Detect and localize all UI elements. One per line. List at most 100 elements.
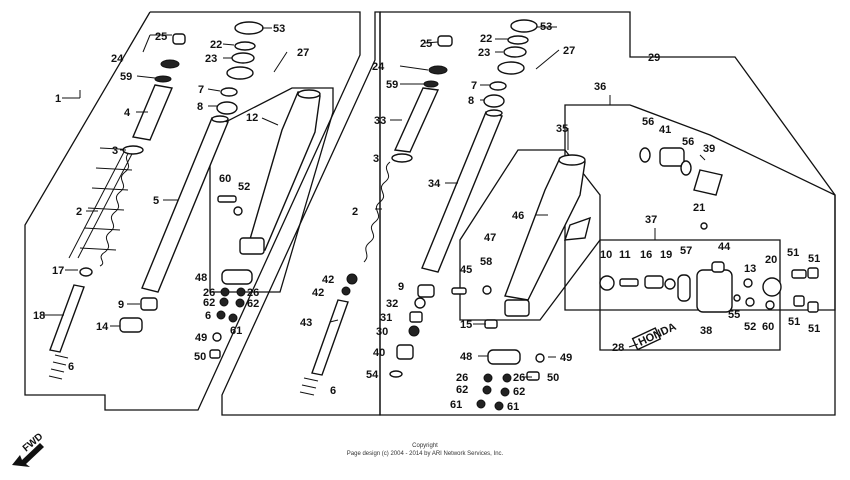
callout-4: 4 [124,107,131,119]
seal-14 [119,317,143,333]
slider-top-right [558,154,586,166]
washer-52-right [745,297,755,307]
callout-12: 12 [246,112,258,124]
bolt-51b [807,267,819,279]
left-fork-group [24,11,361,411]
bolt-50 [209,349,221,359]
ring-32 [414,297,426,309]
callout-r47: 47 [484,232,496,244]
callout-r38: 38 [700,325,712,337]
callout-r56b: 56 [682,136,694,148]
callout-23: 23 [205,53,217,65]
ring-60-right [765,300,775,310]
callout-r34: 34 [428,178,441,190]
spacer-tube [132,84,173,141]
bolt-51d [807,301,819,313]
o-ring-56a [639,147,651,163]
gasket-57 [677,274,691,302]
callout-r30: 30 [376,326,388,338]
seal-9-right [417,284,435,298]
nut-6 [216,310,226,320]
callout-r55: 55 [728,309,740,321]
callout-r49: 49 [560,352,572,364]
axle-boss-right [504,299,530,317]
callout-r48: 48 [460,351,472,363]
cap-bolt [172,33,186,45]
ring-8-right [483,94,505,108]
callout-r13: 13 [744,263,756,275]
ring-7-right [489,81,507,91]
callout-r28: 28 [612,342,624,354]
rebound-spring [48,354,69,380]
callout-r42a: 42 [322,274,334,286]
callout-49: 49 [195,332,207,344]
callout-r32: 32 [386,298,398,310]
seal-9 [140,297,158,311]
callout-r26a: 26 [456,372,468,384]
bleeder-13 [743,278,753,288]
nut-26a [220,287,230,297]
ring-42b [341,286,351,296]
nut-62b [235,298,245,308]
callout-r9: 9 [398,281,404,293]
nut-61-right-a [476,399,486,409]
top-cap-right [510,19,538,33]
callout-50: 50 [194,351,206,363]
washer-22 [234,41,256,51]
bolt-45 [451,287,467,295]
ring-30 [408,325,420,337]
callout-22: 22 [210,39,222,51]
washer-23-right [503,46,527,58]
callout-52: 52 [238,181,250,193]
top-cap [234,21,264,35]
callout-17: 17 [52,265,64,277]
nut-61-right-b [494,401,504,411]
callout-r62a: 62 [456,384,468,396]
callout-r10: 10 [600,249,612,261]
bolt-60 [217,195,237,203]
callout-r51c: 51 [788,316,800,328]
callout-r52: 52 [744,321,756,333]
callout-r53: 53 [540,21,552,33]
callout-r23: 23 [478,47,490,59]
callout-r20: 20 [765,254,777,266]
clip-54 [389,370,403,378]
nut-62-right-a [482,385,492,395]
callout-r7: 7 [471,80,477,92]
cylinder-39 [693,169,723,196]
o-ring-2 [154,75,172,83]
left-callouts: 1 2 3 4 5 6 7 8 9 12 14 17 18 22 23 24 2… [33,23,309,373]
o-ring [160,59,180,69]
bolt-15 [484,319,498,329]
callout-r56a: 56 [642,116,654,128]
spacer-tube-right [393,87,440,153]
callout-r58: 58 [480,256,492,268]
bolt-51a [791,269,807,279]
nut-62a [219,297,229,307]
cap-44 [711,261,725,273]
callout-r39: 39 [703,143,715,155]
washer-49 [212,332,222,342]
callout-r59: 59 [386,79,398,91]
damper-rod-right [311,299,349,376]
rebound-spring-right [299,377,319,396]
callout-r44: 44 [718,241,731,253]
o-ring-right [428,65,448,75]
callout-18: 18 [33,310,45,322]
tube-end [211,115,229,123]
callout-5: 5 [153,195,159,207]
axle-holder-right [487,349,521,365]
callout-r11: 11 [619,249,631,261]
fork-tube-right [421,111,503,273]
callout-r40: 40 [373,347,385,359]
callout-3: 3 [112,145,118,157]
callout-60: 60 [219,173,231,185]
nut-61 [228,313,238,323]
right-fork-group: HONDA [221,11,836,416]
pin-11 [619,278,639,287]
bolt-51c [793,295,805,307]
o-ring-56b [680,160,692,176]
cap-bolt-right [437,35,453,47]
bearing [226,66,254,80]
